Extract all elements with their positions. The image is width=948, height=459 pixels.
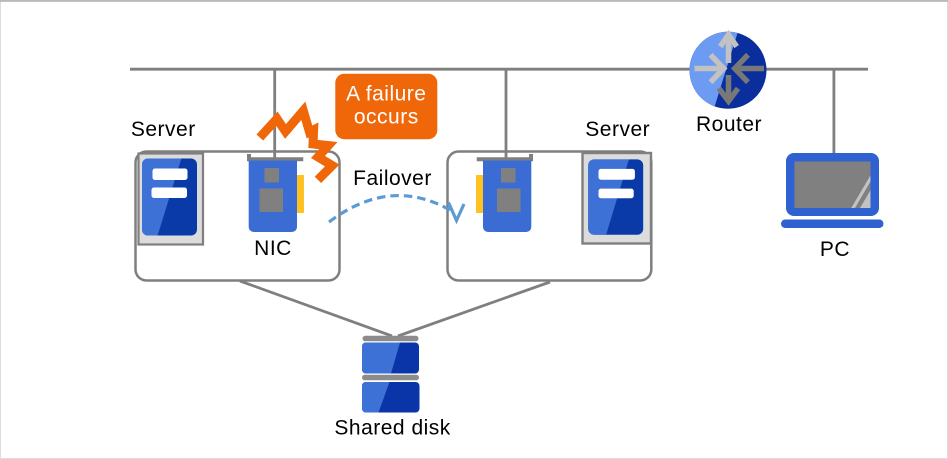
svg-text:Server: Server [585,118,650,141]
svg-text:PC: PC [820,238,850,261]
svg-text:A failure: A failure [346,83,426,106]
svg-text:occurs: occurs [354,105,419,128]
svg-text:NIC: NIC [254,237,292,260]
svg-text:Server: Server [131,118,196,141]
svg-text:Failover: Failover [353,167,432,190]
svg-text:Router: Router [696,113,762,136]
svg-text:Shared disk: Shared disk [334,417,450,440]
